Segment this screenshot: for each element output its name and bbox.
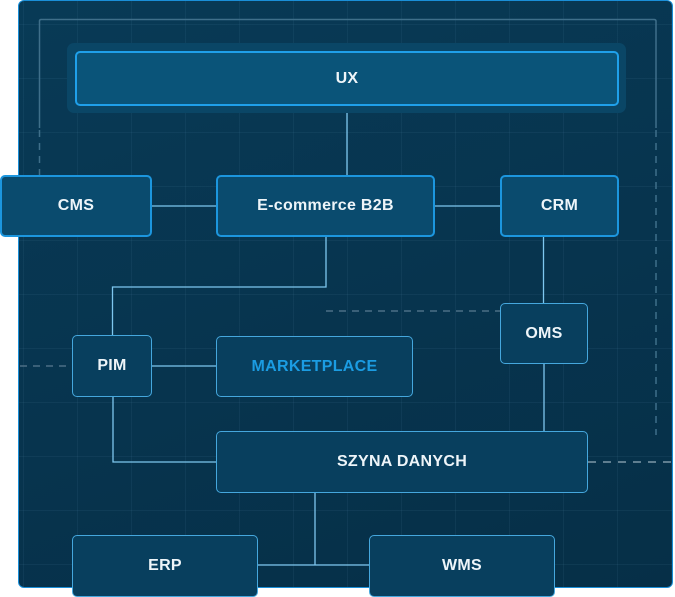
inner-frame-solid <box>38 18 657 128</box>
node-marketplace-label: MARKETPLACE <box>251 357 378 375</box>
node-wms: WMS <box>369 535 555 597</box>
node-cms-label: CMS <box>57 197 95 214</box>
node-erp: ERP <box>72 535 258 597</box>
node-data-bus-label: SZYNA DANYCH <box>336 453 468 470</box>
node-pim-label: PIM <box>97 357 127 374</box>
node-erp-label: ERP <box>148 557 182 574</box>
node-ux: UX <box>75 51 619 106</box>
connector-data-bus-erp-wms <box>257 492 369 566</box>
node-crm-label: CRM <box>540 197 579 214</box>
node-pim: PIM <box>72 335 152 397</box>
node-ecommerce-b2b: E-commerce B2B <box>216 175 435 237</box>
node-oms-label: OMS <box>525 324 563 342</box>
node-wms-label: WMS <box>441 557 482 574</box>
node-crm: CRM <box>500 175 619 237</box>
node-oms: OMS <box>500 303 588 364</box>
node-data-bus: SZYNA DANYCH <box>216 431 588 493</box>
node-marketplace: MARKETPLACE <box>216 336 413 397</box>
node-cms: CMS <box>0 175 152 237</box>
node-ux-label: UX <box>335 69 359 87</box>
connector-ecommerce-pim <box>111 236 327 335</box>
connector-pim-data-bus <box>112 396 216 463</box>
node-ecommerce-label: E-commerce B2B <box>257 197 394 214</box>
